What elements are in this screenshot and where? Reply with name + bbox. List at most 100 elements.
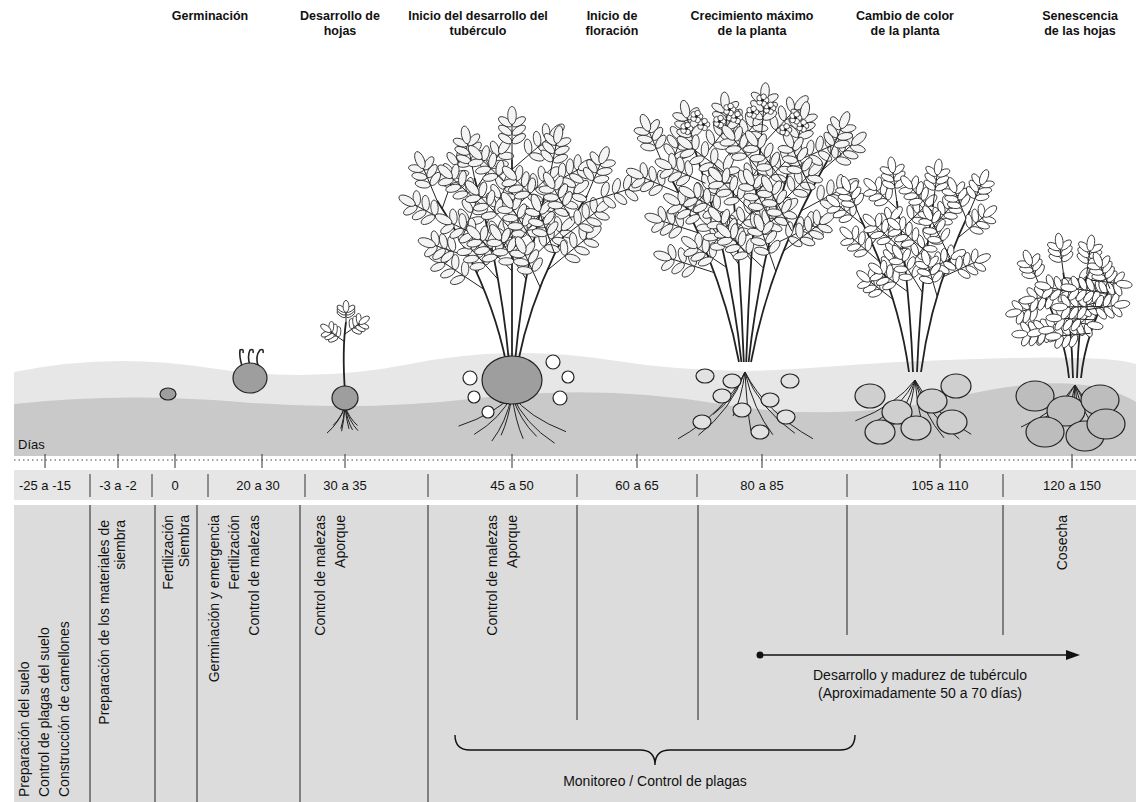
leaflet [982,203,999,219]
note-label: Monitoreo / Control de plagas [525,772,785,790]
plant-stem [344,322,346,392]
leaflet [1021,249,1034,267]
leaflet [1034,280,1051,291]
flower-center [784,128,787,131]
tick-marks [45,454,1072,468]
leaflet [894,266,908,273]
leaflet [834,139,850,149]
ground-hills [14,353,1136,456]
flower-petal [718,115,724,121]
leaflet [946,176,959,194]
sprout [257,349,263,366]
tuber [482,406,494,418]
leaflet [750,154,766,162]
plant-stem [921,211,970,372]
leaflet [548,201,564,209]
activity-label: Aporque [332,515,348,797]
leaflet [477,181,488,198]
leaflet [465,194,481,204]
leaflet [596,167,612,177]
monitoring-brace [455,735,855,765]
leaflet [679,234,699,251]
leaflet [569,232,578,248]
leaflet [532,131,541,147]
tuber [901,416,931,440]
leaflet [473,202,489,212]
leaflet [434,211,454,227]
leaflet [723,196,739,206]
tuber [468,391,480,403]
arrow-head [1066,650,1080,660]
day-range: -3 a -2 [88,477,148,495]
leaflet [701,141,709,157]
plant-stem [860,217,909,372]
leaflet [708,180,724,190]
tuber [733,403,751,417]
leaflet [464,223,483,242]
leaflet [600,181,611,198]
leaflet [397,193,417,209]
flower-petal [735,111,741,117]
leaflet [637,134,653,144]
leaflet [762,199,778,208]
leaflet [676,156,685,172]
leaflet [430,200,439,216]
flower-center [695,115,698,118]
tuber [160,388,176,400]
activity-label: Germinación y emergencia [206,515,222,797]
leaflet [1052,303,1068,311]
day-range: 0 [155,477,195,495]
plant-stem [518,196,587,362]
leaflet [795,223,804,239]
leaflet [593,174,609,184]
leaflet [703,188,711,203]
leaflet [977,168,990,186]
leaflet [1091,251,1104,269]
leaflet [481,211,497,221]
leaflet [963,252,971,266]
flower-center [768,107,771,110]
leaflet [503,214,518,222]
leaflet [508,106,517,124]
stage-heading: Germinación [150,9,270,24]
root [745,372,813,439]
leaflet [552,125,564,144]
leaflet [921,204,935,222]
leaflet [1045,332,1062,341]
flower-petal [761,94,767,100]
activity-panel [14,505,1136,802]
stage-heading: Inicio de floración [575,9,650,39]
activity-label: Aporque [504,515,520,797]
leaflet [728,175,739,191]
tuber [1087,409,1125,439]
plant-stem [751,161,828,363]
leaflet [517,266,533,275]
leaflet [543,193,559,201]
leaflet [583,237,600,249]
leaflet [466,143,485,162]
leaflet [1005,308,1022,319]
leaflet [597,145,612,165]
leaflet [638,113,653,133]
flower-center [718,120,721,123]
leaflet [955,256,963,270]
leaflet [752,213,766,233]
leaflet [743,129,760,149]
stage-heading: Desarrollo de hojas [300,9,380,39]
day-band [14,470,1136,500]
leaflet [625,166,645,181]
leaflet [748,202,764,211]
tuber [482,356,542,404]
leaflet [531,227,547,238]
tuber [855,384,885,408]
leaflet [837,110,852,130]
leaflet [523,139,532,155]
leaflet [786,165,802,175]
note-label: Desarrollo y madurez de tubérculo (Aprox… [795,666,1045,702]
leaflet [417,236,437,250]
maturity-arrow [760,654,1068,656]
day-range: 45 a 50 [467,477,557,495]
flower-petal [794,112,800,118]
tuber [751,425,769,439]
